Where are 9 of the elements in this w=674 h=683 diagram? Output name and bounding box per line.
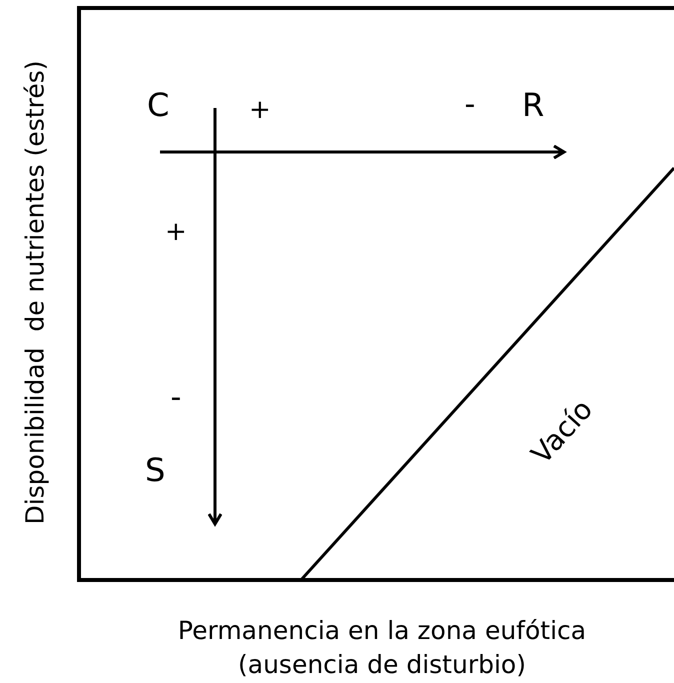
- region-letter: S: [145, 454, 166, 486]
- region-letter: R: [522, 89, 544, 121]
- sign-label: +: [249, 97, 271, 123]
- axis-title: Permanencia en la zona eufótica (ausencia de disturbio): [176, 615, 588, 681]
- sign-label: +: [165, 219, 187, 245]
- sign-label: -: [464, 90, 476, 120]
- sign-label: -: [170, 383, 182, 413]
- region-letter: C: [147, 89, 170, 121]
- axis-title: Disponibilidad de nutrientes (estrés): [22, 60, 48, 524]
